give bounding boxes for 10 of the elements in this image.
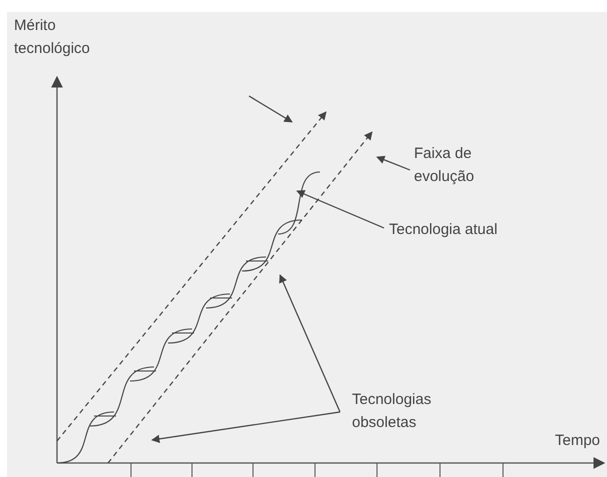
x-axis-label: Tempo — [555, 431, 602, 451]
leader-arrow — [248, 95, 293, 123]
leader-arrow — [279, 274, 341, 412]
leader-arrow — [151, 411, 340, 444]
callout-text: Tecnologias obsoletas — [352, 388, 462, 434]
leader-arrow — [376, 156, 410, 171]
y-axis-label: Mérito tecnológico — [14, 16, 91, 59]
leader-arrow — [296, 190, 384, 229]
callout-text: Faixa de evolução — [414, 142, 494, 188]
callout-text: Tecnologia atual — [389, 218, 549, 241]
